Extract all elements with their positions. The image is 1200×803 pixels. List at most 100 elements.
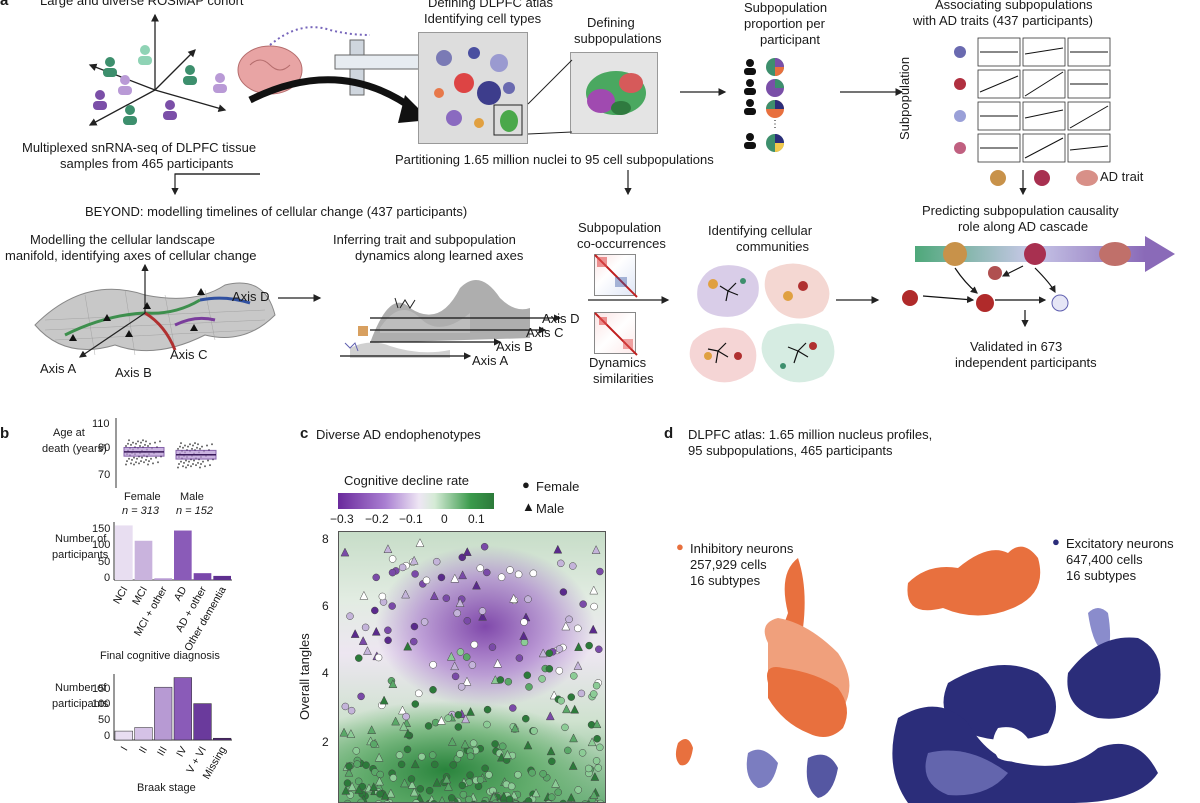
legend-male-marker: ▲: [522, 499, 535, 514]
age-point: [184, 444, 186, 447]
age-point: [125, 463, 127, 466]
scatter-point-female: [593, 734, 601, 743]
scatter-point-male: [399, 721, 409, 731]
scatter-point-male: [358, 636, 368, 645]
scatter-point-male: [568, 760, 578, 770]
ytick-2: 2: [322, 735, 329, 749]
braak-ylabel-line2: participants: [52, 698, 109, 710]
age-point: [188, 460, 190, 463]
dynamics-heatmap: [594, 312, 638, 356]
age-point: [207, 459, 209, 462]
scatter-point-female: [397, 760, 406, 769]
age-point: [137, 440, 139, 443]
predicting-line2: role along AD cascade: [958, 219, 1089, 234]
age-point: [185, 466, 187, 469]
scatter-point-male: [562, 704, 571, 714]
diag-bar-2: [154, 578, 172, 580]
braak-bar-4: [193, 703, 212, 741]
scatter-point-female: [574, 624, 582, 633]
cohort-axes-graphic: [88, 13, 227, 126]
dynamics-curves-graphic: [340, 280, 562, 360]
scatter-point-male: [450, 661, 460, 671]
scatter-point-male: [588, 624, 598, 634]
scatter-point-female: [388, 555, 397, 563]
scatter-point-female: [347, 706, 356, 715]
ytick-6: 6: [322, 599, 329, 613]
scatter-point-male: [346, 729, 356, 738]
age-point: [141, 456, 143, 459]
age-ylabel-line2: death (years): [42, 443, 107, 455]
scatter-point-female: [514, 570, 523, 579]
age-point: [148, 460, 150, 463]
scatter-point-female: [430, 800, 438, 802]
diag-bar-3: [174, 530, 192, 580]
age-point: [190, 465, 192, 468]
scatter-point-female: [384, 626, 392, 635]
assoc-line2: with AD traits (437 participants): [913, 13, 1093, 28]
scatter-point-female: [569, 562, 577, 570]
scatter-point-female: [504, 677, 513, 686]
colorbar-tick-3: −0.1: [399, 512, 423, 526]
braak-bar-3: [173, 677, 192, 741]
scatter-point-female: [530, 727, 538, 735]
scatter-point-male: [403, 641, 413, 651]
scatter-point-female: [483, 705, 492, 714]
axis-a-label-left: Axis A: [40, 361, 77, 376]
scatter-point-female: [412, 799, 420, 802]
scatter-point-male: [462, 676, 472, 686]
age-point: [209, 464, 211, 467]
age-point: [132, 441, 134, 444]
age-point: [133, 456, 135, 459]
scatter-point-male: [455, 598, 465, 607]
scatter-point-female: [466, 752, 475, 761]
braak-category-label-2: III: [155, 745, 170, 759]
scatter-point-female: [596, 743, 604, 752]
colorbar-tick-5: 0.1: [468, 512, 485, 526]
scatter-point-male: [509, 593, 519, 603]
scatter-point-female: [581, 800, 589, 802]
scatter-point-female: [388, 602, 396, 610]
axis-c-label-left: Axis C: [170, 347, 208, 362]
inhib-title: Inhibitory neurons: [690, 541, 794, 556]
scatter-point-female: [592, 757, 601, 765]
scatter-point-female: [424, 722, 433, 730]
scatter-point-male: [375, 776, 384, 786]
proportion-pies-graphic: ⋮: [744, 58, 784, 152]
cooc-line1: Subpopulation: [578, 220, 662, 235]
scatter-point-male: [400, 778, 409, 788]
age-ylabel-line1: Age at: [53, 427, 85, 439]
excit-marker: ●: [1052, 534, 1060, 549]
age-point: [192, 462, 194, 465]
scatter-point-female: [528, 769, 536, 777]
scatter-point-male: [429, 591, 439, 600]
age-point: [136, 457, 138, 460]
brain-sampling-graphic: [237, 26, 430, 123]
scatter-point-male: [478, 611, 487, 621]
scatter-point-female: [548, 793, 556, 801]
colorbar-tick-1: −0.3: [330, 512, 354, 526]
validated-line1: Validated in 673: [970, 339, 1063, 354]
predicting-line1: Predicting subpopulation causality: [922, 203, 1119, 218]
scatter-point-female: [374, 653, 383, 662]
age-point: [140, 460, 142, 463]
panel-b-letter: b: [0, 425, 10, 442]
scatter-point-female: [466, 771, 474, 779]
age-point: [135, 461, 137, 464]
scatter-point-male: [344, 767, 354, 777]
scatter-point-female: [376, 770, 384, 779]
scatter-point-female: [555, 667, 564, 675]
scatter-point-female: [522, 714, 530, 723]
scatter-point-female: [491, 740, 499, 748]
scatter-point-female: [416, 785, 425, 793]
scatter-point-female: [353, 760, 361, 768]
scatter-point-female: [545, 665, 554, 673]
age-point: [192, 444, 194, 447]
braak-category-label-0: I: [119, 745, 131, 754]
age-point: [197, 461, 199, 464]
diag-xlabel: Final cognitive diagnosis: [100, 650, 220, 662]
scatter-point-male: [347, 781, 357, 791]
age-point: [135, 442, 137, 445]
proportion-line2: proportion per: [744, 16, 825, 31]
subpop-line1: Defining: [587, 15, 635, 30]
scatter-point-male: [369, 782, 379, 792]
